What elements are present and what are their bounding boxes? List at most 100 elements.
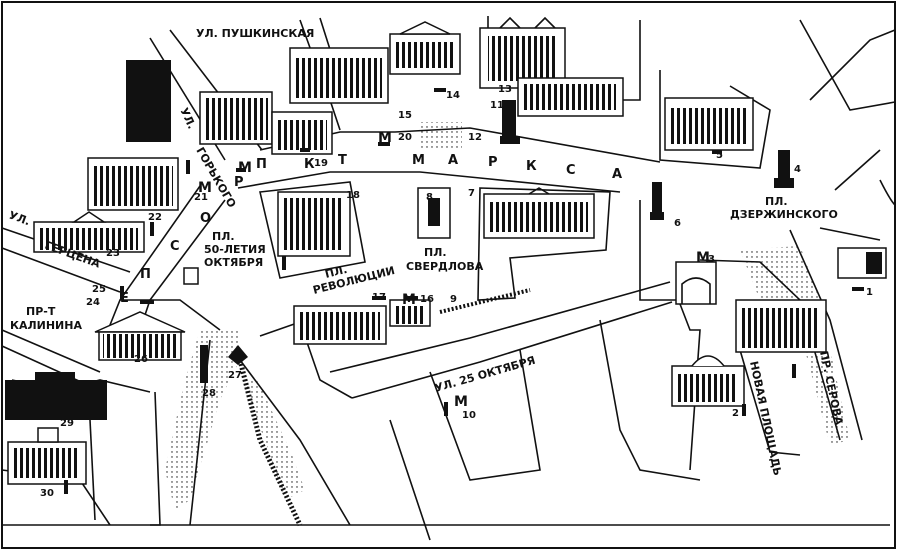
- pashkov-house: [7, 427, 87, 485]
- marksa-letter: М: [412, 153, 427, 168]
- landmark-number: 18: [346, 190, 360, 201]
- metro-marker: М: [378, 130, 392, 146]
- moscow-university: [33, 211, 145, 253]
- manege-exhibition: [94, 311, 186, 361]
- moskva-hotel: [277, 191, 351, 257]
- landmark-number: 21: [194, 192, 208, 203]
- landmark-number: 11: [490, 100, 504, 111]
- intourist-hotel: [126, 60, 171, 142]
- landmark-number: 23: [106, 248, 120, 259]
- landmark-number: 9: [450, 294, 457, 305]
- landmark-number: 22: [148, 212, 162, 223]
- historical-museum: [293, 305, 387, 345]
- natsional-hotel: [271, 111, 333, 155]
- obelisk-28: [200, 345, 208, 383]
- square-dzerzhinskogo-1: ПЛ.: [765, 195, 788, 208]
- street-gertsena-1: УЛ.: [7, 209, 32, 229]
- landmark-number: 29: [60, 418, 74, 429]
- street-novaya-ploshchad: НОВАЯ ПЛОЩАДЬ: [747, 360, 784, 477]
- museum-moscow: [735, 299, 827, 353]
- marksa-letter: Р: [488, 155, 500, 170]
- landmark-number: 19: [314, 158, 328, 169]
- landmark-numbers: 1 2 3 4 5 6 7 8 9 10 11 12 13 14 15 16 1…: [40, 84, 873, 499]
- metro-stations[interactable]: М М М М М М: [198, 130, 710, 410]
- landmark-number: 15: [398, 110, 412, 121]
- prospekt-letter: П: [256, 157, 269, 172]
- landmark-number: 10: [462, 410, 476, 421]
- metro-marker: М: [696, 250, 710, 266]
- museum-lenin: [389, 299, 431, 327]
- marksa-letter: А: [612, 167, 624, 182]
- block-7-outline: [477, 187, 611, 301]
- landmark-number: 20: [398, 132, 412, 143]
- manege-building: [87, 157, 179, 211]
- landmark-number: 6: [674, 218, 681, 229]
- prospekt-letter: С: [170, 239, 182, 254]
- prospekt-letter: К: [304, 157, 317, 172]
- landmark-number: 12: [468, 132, 482, 143]
- landmark-number: 25: [92, 284, 106, 295]
- gosplan-building: [199, 91, 273, 145]
- square-sverdlova-2: СВЕРДЛОВА: [406, 260, 484, 273]
- landmark-number: 5: [716, 150, 723, 161]
- church-novaya: [671, 355, 745, 407]
- square-dzerzhinskogo-2: ДЗЕРЖИНСКОГО: [730, 208, 838, 221]
- square-sverdlova-1: ПЛ.: [424, 246, 447, 259]
- central-theatre: [289, 47, 389, 104]
- landmark-number: 26: [134, 354, 148, 365]
- landmark-number: 28: [202, 388, 216, 399]
- entrance-marks: [64, 88, 864, 494]
- landmark-number: 24: [86, 297, 100, 308]
- lenin-library: [5, 372, 107, 420]
- landmark-buildings: [5, 16, 887, 485]
- street-pushkinskaya: УЛ. ПУШКИНСКАЯ: [196, 27, 314, 40]
- landmark-number: 27: [228, 370, 242, 381]
- square-50-letiya-2: 50-ЛЕТИЯ: [204, 243, 266, 256]
- prospekt-letters: П Р О С П Е К Т: [120, 153, 349, 306]
- landmark-number: 7: [468, 188, 475, 199]
- block-18-outline: [259, 181, 366, 279]
- prospekt-letter: П: [140, 267, 153, 282]
- gum-building: [483, 187, 595, 239]
- street-kalinina-2: КАЛИНИНА: [10, 319, 82, 332]
- metro-marker: М: [238, 160, 252, 176]
- street-gorkogo-1: УЛ.: [177, 106, 198, 131]
- dzerzhinsky-monument: [774, 150, 794, 188]
- landmark-number: 1: [866, 287, 873, 298]
- bolshoi-theatre: [389, 21, 461, 75]
- polytechnic-gate: [675, 261, 717, 305]
- marksa-letter: К: [526, 159, 539, 174]
- landmark-number: 14: [446, 90, 460, 101]
- street-kalinina-1: ПР-Т: [26, 305, 56, 318]
- square-50-letiya-3: ОКТЯБРЯ: [204, 256, 263, 269]
- marksa-letter: А: [448, 153, 460, 168]
- prospekt-letter: Е: [120, 291, 131, 306]
- flame-27: [228, 345, 248, 365]
- metro-marker: М: [402, 292, 416, 308]
- prospekt-letter: Т: [338, 153, 349, 168]
- landmark-number: 16: [420, 294, 434, 305]
- landmark-number: 30: [40, 488, 54, 499]
- monument-11: [500, 100, 520, 144]
- prospekt-letter: Р: [234, 175, 246, 190]
- polytechnic-museum: [664, 97, 754, 151]
- landmark-number: 3: [708, 254, 715, 265]
- prospekt-letter: О: [200, 211, 213, 226]
- landmark-number: 4: [794, 164, 801, 175]
- metro-marker: М: [454, 394, 468, 410]
- landmark-number: 17: [372, 292, 386, 303]
- marksa-letters: М А Р К С А: [412, 153, 624, 182]
- small-block-50let: [183, 267, 199, 285]
- square-50-letiya-1: ПЛ.: [212, 230, 235, 243]
- landmark-number: 2: [732, 408, 739, 419]
- building-1: [837, 247, 887, 279]
- landmark-number: 13: [498, 84, 512, 95]
- monument-6: [650, 182, 664, 220]
- maly-theatre: [517, 77, 624, 117]
- square-revolyutsii-1: ПЛ.: [324, 263, 349, 281]
- marksa-letter: С: [566, 163, 578, 178]
- landmark-number: 8: [426, 192, 433, 203]
- marx-monument: [417, 187, 451, 239]
